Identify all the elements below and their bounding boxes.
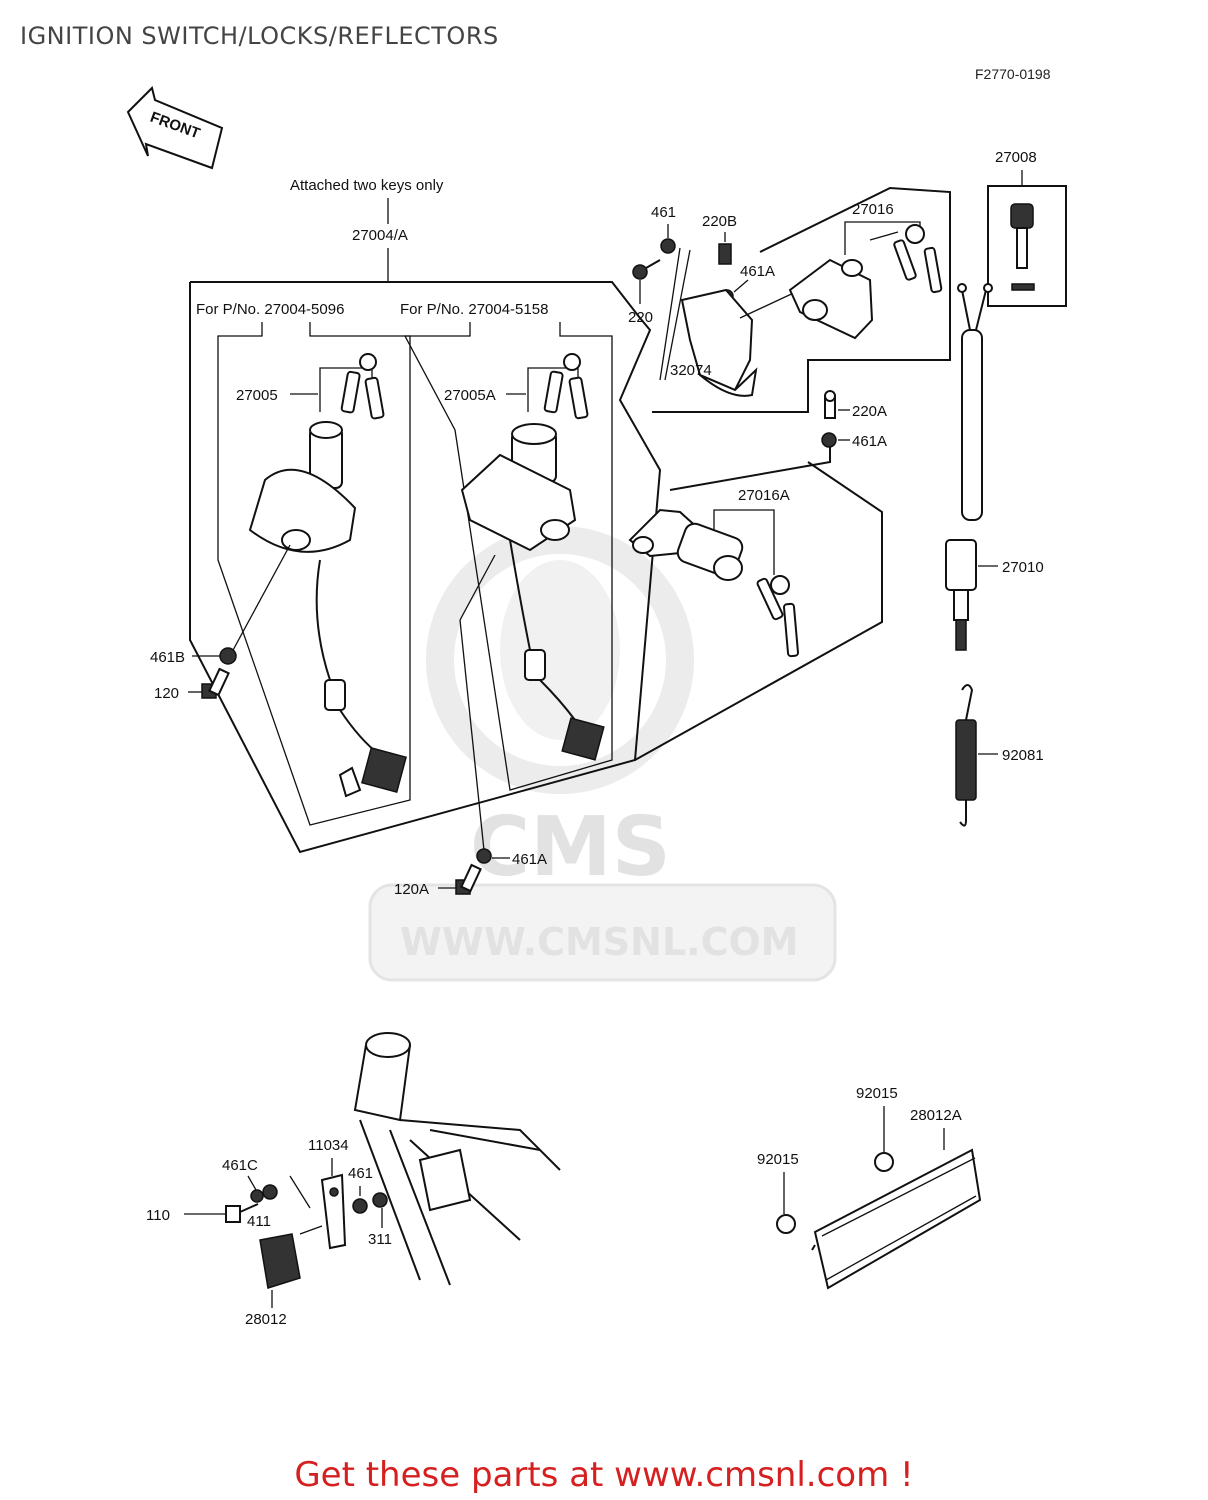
washer-461A-mid (821, 432, 837, 448)
washer-461A-low (476, 848, 492, 864)
callout-220: 220 (628, 309, 653, 326)
washer-461C (262, 1184, 278, 1200)
callout-32074: 32074 (670, 362, 712, 379)
callout-120: 120 (154, 685, 179, 702)
callout-120A: 120A (394, 881, 429, 898)
keys-27005 (340, 353, 385, 420)
screw-220 (632, 259, 661, 280)
callout-461A-top: 461A (740, 263, 775, 280)
callout-461A-mid: 461A (852, 433, 887, 450)
switch-27010 (945, 283, 993, 651)
callout-220B: 220B (702, 213, 737, 230)
frame-section (353, 1032, 561, 1286)
callout-28012: 28012 (245, 1311, 287, 1328)
bracket-11034 (320, 1173, 347, 1250)
callout-92015a: 92015 (856, 1085, 898, 1102)
washer-461-low (352, 1198, 368, 1214)
callout-411: 411 (247, 1213, 271, 1230)
callout-27016A: 27016A (738, 487, 790, 504)
cover-32074 (680, 288, 758, 397)
callout-28012A: 28012A (910, 1107, 962, 1124)
bolt-120 (201, 667, 230, 699)
callout-461B: 461B (150, 649, 185, 666)
callout-27010: 27010 (1002, 559, 1044, 576)
screw-220A (824, 390, 836, 419)
callout-461-top: 461 (651, 204, 676, 221)
ignition-switch-27005A (460, 423, 605, 761)
reflector-28012A (811, 1148, 982, 1290)
screw-220B (718, 243, 732, 265)
washer-461B (219, 647, 237, 665)
spring-92081 (955, 684, 977, 827)
footer-cta[interactable]: Get these parts at www.cmsnl.com ! (294, 1455, 914, 1495)
key-box-27008 (987, 185, 1067, 307)
callout-92015b: 92015 (757, 1151, 799, 1168)
ignition-switch-27005 (248, 421, 407, 798)
keys-27005A (543, 353, 589, 420)
callout-461A-low: 461A (512, 851, 547, 868)
nut-311 (372, 1192, 388, 1208)
callout-461C: 461C (222, 1157, 258, 1174)
nut-92015b (776, 1214, 796, 1234)
callout-92081: 92081 (1002, 747, 1044, 764)
callout-for-5096: For P/No. 27004-5096 (196, 301, 344, 318)
bolt-120A (455, 863, 482, 895)
callout-110: 110 (146, 1207, 170, 1224)
lock-27016 (788, 224, 943, 340)
callout-27005A: 27005A (444, 387, 496, 404)
front-arrow: FRONT (126, 86, 224, 170)
callout-11034: 11034 (308, 1137, 349, 1154)
watermark-brand: CMS (470, 800, 671, 895)
callout-for-5158: For P/No. 27004-5158 (400, 301, 548, 318)
lock-27016A (628, 508, 799, 658)
washer-461-top (660, 238, 676, 254)
callout-311: 311 (368, 1231, 392, 1248)
bolt-110 (225, 1203, 259, 1223)
key-27008 (1010, 203, 1035, 291)
nut-92015a (874, 1152, 894, 1172)
diagram-code: F2770-0198 (975, 66, 1051, 82)
kit-outline (189, 281, 662, 854)
watermark-url: WWW.CMSNL.COM (400, 920, 799, 964)
reflector-28012 (259, 1233, 301, 1289)
callout-27008: 27008 (995, 149, 1037, 166)
note-two-keys: Attached two keys only (290, 177, 444, 194)
callout-27016: 27016 (852, 201, 894, 218)
callout-461-low: 461 (348, 1165, 373, 1182)
diagram-title: IGNITION SWITCH/LOCKS/REFLECTORS (20, 22, 499, 50)
callout-220A: 220A (852, 403, 887, 420)
callout-27004A: 27004/A (352, 227, 408, 244)
callout-27005: 27005 (236, 387, 278, 404)
watermark: CMS WWW.CMSNL.COM (368, 526, 837, 982)
